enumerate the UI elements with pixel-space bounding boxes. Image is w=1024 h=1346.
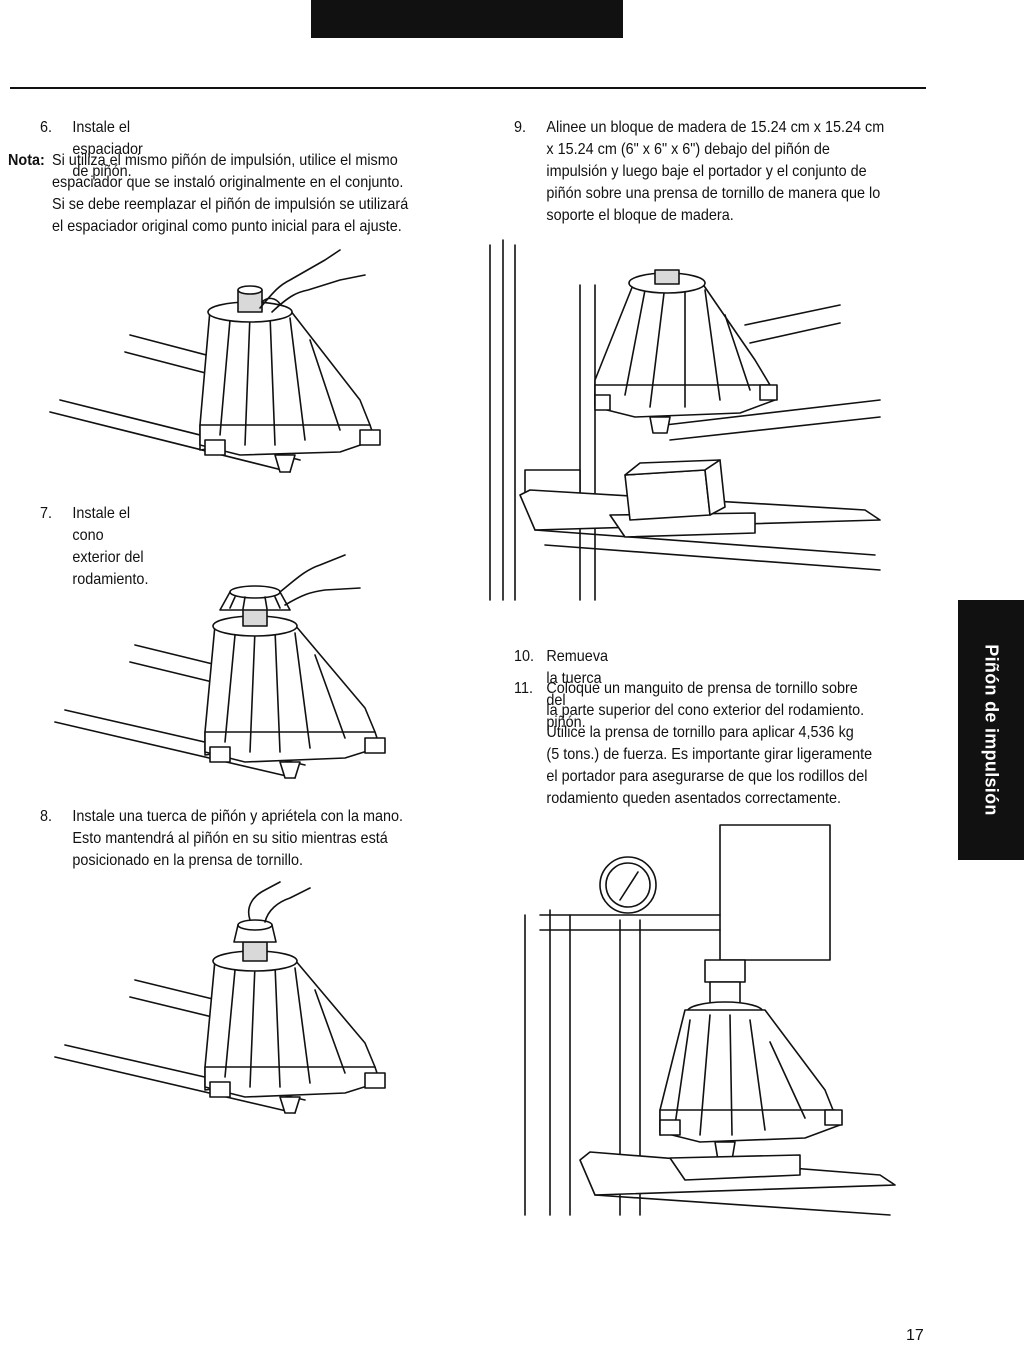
illustration-press-bearing-cone: [524, 824, 896, 1216]
step-11-number: 11.: [514, 680, 533, 697]
section-tab-label: Piñón de impulsión: [981, 644, 1002, 816]
header-bar: [311, 0, 623, 38]
note-line: Si se debe reemplazar el piñón de impuls…: [52, 196, 409, 213]
note-label: Nota:: [8, 152, 45, 169]
step-11-text: Coloque un manguito de prensa de tornill…: [546, 678, 924, 810]
step-9-line: x 15.24 cm (6" x 6" x 6") debajo del piñ…: [546, 141, 830, 158]
step-8-number: 8.: [40, 808, 53, 825]
note-line: el espaciador original como punto inicia…: [52, 218, 402, 235]
step-8-line: Instale una tuerca de piñón y apriétela …: [72, 808, 404, 825]
step-10-text: Remueva la tuerca del piñón.: [546, 648, 609, 731]
step-9-line: piñón sobre una prensa de tornillo de ma…: [546, 185, 881, 202]
note-line: espaciador que se instaló originalmente …: [52, 174, 404, 191]
top-rule: [10, 87, 926, 89]
illustration-install-pinion-nut: [54, 881, 386, 1114]
step-11-line: la parte superior del cono exterior del …: [546, 702, 865, 719]
step-11-line: rodamiento queden asentados correctament…: [546, 790, 841, 807]
illustration-install-pinion-spacer: [49, 249, 381, 473]
step-8-text: Instale una tuerca de piñón y apriétela …: [72, 806, 450, 872]
step-7-number: 7.: [40, 505, 53, 522]
step-9-line: impulsión y luego baje el portador y el …: [546, 163, 867, 180]
step-9-line: soporte el bloque de madera.: [546, 207, 734, 224]
step-9-number: 9.: [514, 119, 527, 136]
section-tab[interactable]: Piñón de impulsión: [958, 600, 1024, 860]
step-11-line: (5 tons.) de fuerza. Es importante girar…: [546, 746, 873, 763]
step-9-text: Alinee un bloque de madera de 15.24 cm x…: [546, 117, 924, 227]
step-7-text: Instale el cono exterior del rodamiento.: [72, 505, 149, 588]
note-line: Si utiliza el mismo piñón de impulsión, …: [52, 152, 398, 169]
step-11-line: Utilice la prensa de tornillo para aplic…: [546, 724, 854, 741]
step-11-line: Coloque un manguito de prensa de tornill…: [546, 680, 858, 697]
step-10-number: 10.: [514, 648, 535, 665]
step-8-line: Esto mantendrá al piñón en su sitio mien…: [72, 830, 388, 847]
step-6-number: 6.: [40, 119, 53, 136]
page-number: 17: [906, 1327, 924, 1344]
illustration-wood-block-under-pinion: [489, 239, 881, 601]
step-9-line: Alinee un bloque de madera de 15.24 cm x…: [546, 119, 885, 136]
note-text: Si utiliza el mismo piñón de impulsión, …: [52, 150, 448, 238]
step-6-text: Instale el espaciador de piñón.: [72, 119, 143, 180]
step-8-line: posicionado en la prensa de tornillo.: [72, 852, 303, 869]
illustration-install-outer-bearing-cone: [54, 554, 386, 779]
step-11-line: el portador para asegurarse de que los r…: [546, 768, 868, 785]
